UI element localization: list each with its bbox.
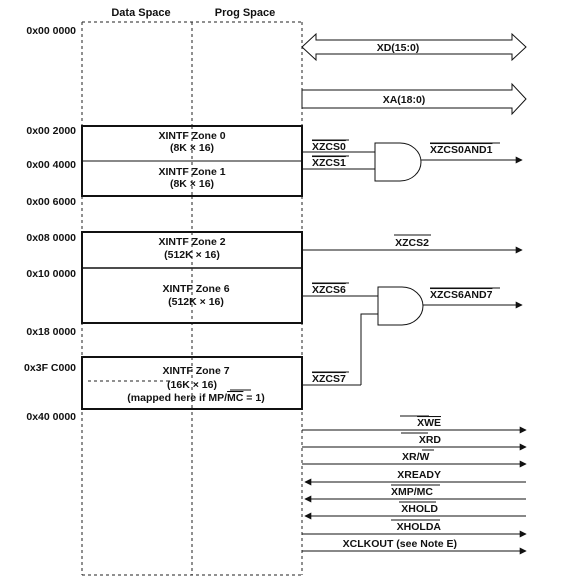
address-label: 0x10 0000 [26, 268, 76, 280]
xzcs2-label: XZCS2 [395, 237, 429, 249]
control-signals [302, 426, 527, 555]
address-label: 0x3F C000 [24, 362, 76, 374]
address-label: 0x00 4000 [26, 159, 76, 171]
and-gate-zone67 [377, 286, 424, 326]
xhold-label: XHOLD [401, 503, 438, 515]
xrw-label: XR/W [402, 451, 430, 463]
address-label: 0x00 2000 [26, 125, 76, 137]
xzcs7-label: XZCS7 [312, 373, 346, 385]
data-space-header: Data Space [111, 7, 170, 19]
zone-7-size: (16K × 16) [167, 379, 217, 391]
xzcs1-label: XZCS1 [312, 157, 346, 169]
xa-bus-label: XA(18:0) [383, 94, 426, 106]
and-gate-zone01 [374, 142, 422, 182]
zone-1-size: (8K × 16) [170, 178, 214, 190]
address-label: 0x00 0000 [26, 25, 76, 37]
zone-0-size: (8K × 16) [170, 142, 214, 154]
xd-bus-label: XD(15:0) [377, 42, 420, 54]
zone-6-title: XINTF Zone 6 [162, 283, 229, 295]
zone-2-size: (512K × 16) [164, 249, 220, 261]
zone-2-title: XINTF Zone 2 [158, 236, 225, 248]
zone-1-title: XINTF Zone 1 [158, 166, 225, 178]
xa-bus-arrow [301, 82, 527, 116]
xwe-label: XWE [417, 417, 441, 429]
prog-space-header: Prog Space [215, 7, 276, 19]
xmpmc-label: XMP/MC [391, 486, 433, 498]
xzcs6-label: XZCS6 [312, 284, 346, 296]
zone-7-note: (mapped here if MP/MC = 1) [127, 392, 264, 404]
xclkout-label: XCLKOUT (see Note E) [343, 538, 457, 550]
address-label: 0x08 0000 [26, 232, 76, 244]
xready-label: XREADY [397, 469, 441, 481]
zone-7-title: XINTF Zone 7 [162, 365, 229, 377]
xholda-label: XHOLDA [397, 521, 442, 533]
zone-6-size: (512K × 16) [168, 296, 224, 308]
address-label: 0x40 0000 [26, 411, 76, 423]
xzcs0-label: XZCS0 [312, 141, 346, 153]
xd-bus-arrow [301, 32, 527, 62]
zone-0-title: XINTF Zone 0 [158, 130, 225, 142]
xrd-label: XRD [419, 434, 442, 446]
address-label: 0x00 6000 [26, 196, 76, 208]
xzcs0and1-label: XZCS0AND1 [430, 144, 493, 156]
xzcs6and7-label: XZCS6AND7 [430, 289, 493, 301]
address-label: 0x18 0000 [26, 326, 76, 338]
